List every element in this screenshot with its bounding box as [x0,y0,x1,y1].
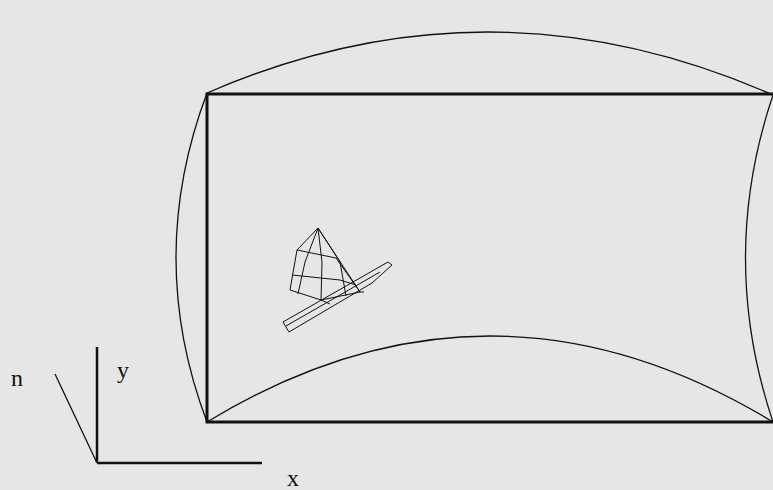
top-arc [207,32,773,95]
axis-label: y [117,358,129,382]
right-arc [746,95,773,422]
axis-label: n [11,366,23,390]
axis-label: x [287,466,299,490]
bottom-arc [207,336,773,422]
window-rectangle [207,94,773,422]
sailboat [283,228,392,332]
hull-lines [286,272,380,326]
y-axis [96,347,99,463]
hull [283,262,392,332]
x-axis [97,462,262,465]
left-arc [176,93,207,422]
axes [55,347,262,463]
view-volume [176,32,773,422]
n-axis [55,374,97,463]
